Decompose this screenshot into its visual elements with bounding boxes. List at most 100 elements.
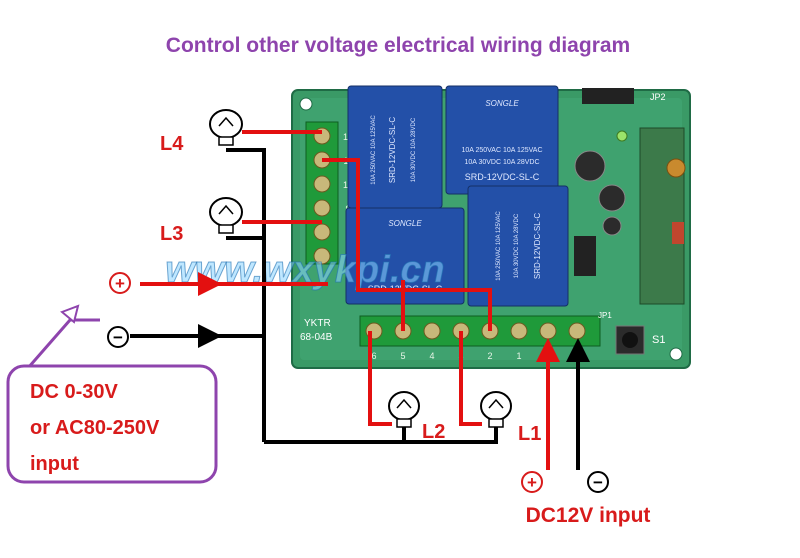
load-label-l2: L2 bbox=[422, 421, 445, 443]
dc-input-arrows bbox=[536, 338, 590, 470]
bulb-icon bbox=[480, 391, 512, 421]
capacitor bbox=[598, 184, 626, 212]
load-label-l3: L3 bbox=[160, 223, 183, 245]
terminal-screw bbox=[313, 223, 331, 241]
relay-bottom-right: 10A 250VAC 10A 125VAC 10A 30VDC 10A 28VD… bbox=[467, 185, 569, 307]
terminal-screw bbox=[313, 247, 331, 265]
capacitor bbox=[574, 150, 606, 182]
black-wire bbox=[264, 426, 406, 444]
relay-brand: SONGLE bbox=[485, 99, 519, 108]
terminal-number: 1 bbox=[516, 351, 521, 361]
bulb-base bbox=[488, 418, 504, 428]
relay-rating: 10A 30VDC 10A 28VDC bbox=[514, 213, 520, 278]
relay-rating: 10A 250VAC 10A 125VAC bbox=[496, 211, 502, 281]
model-label: 68-04B bbox=[300, 332, 333, 343]
plus-sign: + bbox=[527, 473, 537, 492]
filament bbox=[488, 398, 504, 409]
led bbox=[616, 130, 628, 142]
bulb-l2 bbox=[388, 391, 420, 428]
black-wire bbox=[226, 148, 266, 442]
terminal-screw bbox=[568, 322, 586, 340]
bulb-base bbox=[396, 418, 412, 428]
bulb-base bbox=[218, 224, 234, 234]
relay-top-left: SRD-12VDC-SL-C 10A 250VAC 10A 125VAC 10A… bbox=[347, 85, 443, 209]
filament bbox=[218, 204, 234, 215]
minus-icon bbox=[587, 471, 609, 493]
dc-plus-marker: + bbox=[521, 471, 543, 493]
terminal-screw bbox=[313, 175, 331, 193]
capacitor bbox=[602, 216, 622, 236]
relay-rating: 10A 250VAC 10A 125VAC bbox=[461, 147, 542, 154]
relay-rating: 10A 250VAC 10A 125VAC bbox=[371, 115, 377, 185]
minus-arrow-head bbox=[198, 324, 222, 348]
antenna-coil bbox=[666, 158, 686, 178]
supply-arrows bbox=[140, 272, 222, 348]
load-supply-minus: − bbox=[107, 326, 129, 348]
dc-minus-marker: − bbox=[587, 471, 609, 493]
minus-sign: − bbox=[593, 473, 603, 492]
input-voltage-ac: or AC80-250V bbox=[30, 417, 160, 439]
rf-module bbox=[639, 127, 685, 305]
input-label: input bbox=[30, 453, 79, 475]
dc-plus-arrow bbox=[536, 338, 560, 362]
mount-hole bbox=[299, 97, 313, 111]
minus-icon bbox=[107, 326, 129, 348]
receiver-module bbox=[639, 127, 686, 305]
pointer-line bbox=[26, 318, 100, 369]
jumper-label: JP2 bbox=[650, 92, 666, 102]
bulb-icon bbox=[388, 391, 420, 421]
terminal-number: 6 bbox=[371, 351, 376, 361]
plus-arrow-head bbox=[198, 272, 222, 296]
jumper-label: JP1 bbox=[598, 311, 612, 320]
black-wire bbox=[404, 426, 498, 444]
terminal-number: 5 bbox=[400, 351, 405, 361]
input-box: DC 0-30V or AC80-250V input bbox=[6, 364, 218, 484]
push-button-cap bbox=[622, 332, 638, 348]
dc-minus-arrow bbox=[566, 338, 590, 362]
terminal-screw bbox=[313, 199, 331, 217]
terminal-screw bbox=[539, 322, 557, 340]
bulb-l4 bbox=[209, 109, 243, 146]
relay-rating: 10A 30VDC 10A 28VDC bbox=[411, 117, 417, 182]
bulb-base bbox=[218, 136, 234, 146]
relay-top-right: SONGLE 10A 250VAC 10A 125VAC 10A 30VDC 1… bbox=[445, 85, 559, 195]
jumper-jp2 bbox=[582, 88, 634, 104]
red-wire-l1 bbox=[459, 331, 482, 426]
terminal-screw bbox=[423, 322, 441, 340]
load-supply-plus: + bbox=[109, 272, 131, 294]
load-label-l4: L4 bbox=[160, 133, 184, 155]
plus-icon bbox=[109, 272, 131, 294]
minus-sign: − bbox=[113, 328, 123, 347]
bulb-icon bbox=[209, 109, 243, 139]
filament bbox=[218, 116, 234, 127]
relay-model: SRD-12VDC-SL-C bbox=[533, 213, 542, 279]
ic-chip bbox=[574, 236, 596, 276]
plus-sign: + bbox=[115, 274, 125, 293]
pointer-arrow bbox=[60, 304, 80, 324]
relay-board: 6 5 4 3 2 1 + - 12 11 10 9 8 7 SRD-12VDC… bbox=[291, 85, 691, 369]
model-label: YKTR bbox=[304, 318, 331, 329]
bulb-l1 bbox=[480, 391, 512, 428]
diagram-title: Control other voltage electrical wiring … bbox=[166, 34, 630, 57]
relay-model: SRD-12VDC-SL-C bbox=[388, 117, 397, 183]
relay-body bbox=[467, 185, 569, 307]
plus-icon bbox=[521, 471, 543, 493]
dc-input-label: DC12V input bbox=[526, 504, 651, 527]
red-wire-common bbox=[322, 158, 492, 331]
red-wire-l2 bbox=[368, 331, 392, 426]
terminal-screw bbox=[510, 322, 528, 340]
terminal-number: 2 bbox=[487, 351, 492, 361]
component bbox=[672, 222, 684, 244]
input-pointer bbox=[26, 304, 100, 369]
input-voltage-dc: DC 0-30V bbox=[30, 381, 118, 403]
relay-brand: SONGLE bbox=[388, 219, 422, 228]
relay-model: SRD-12VDC-SL-C bbox=[465, 172, 540, 182]
bulb-l3 bbox=[209, 197, 243, 234]
mount-hole bbox=[669, 347, 683, 361]
switch-label: S1 bbox=[652, 334, 665, 346]
filament bbox=[396, 398, 412, 409]
relay-rating: 10A 30VDC 10A 28VDC bbox=[464, 159, 539, 166]
bulb-icon bbox=[209, 197, 243, 227]
terminal-number: 4 bbox=[429, 351, 434, 361]
